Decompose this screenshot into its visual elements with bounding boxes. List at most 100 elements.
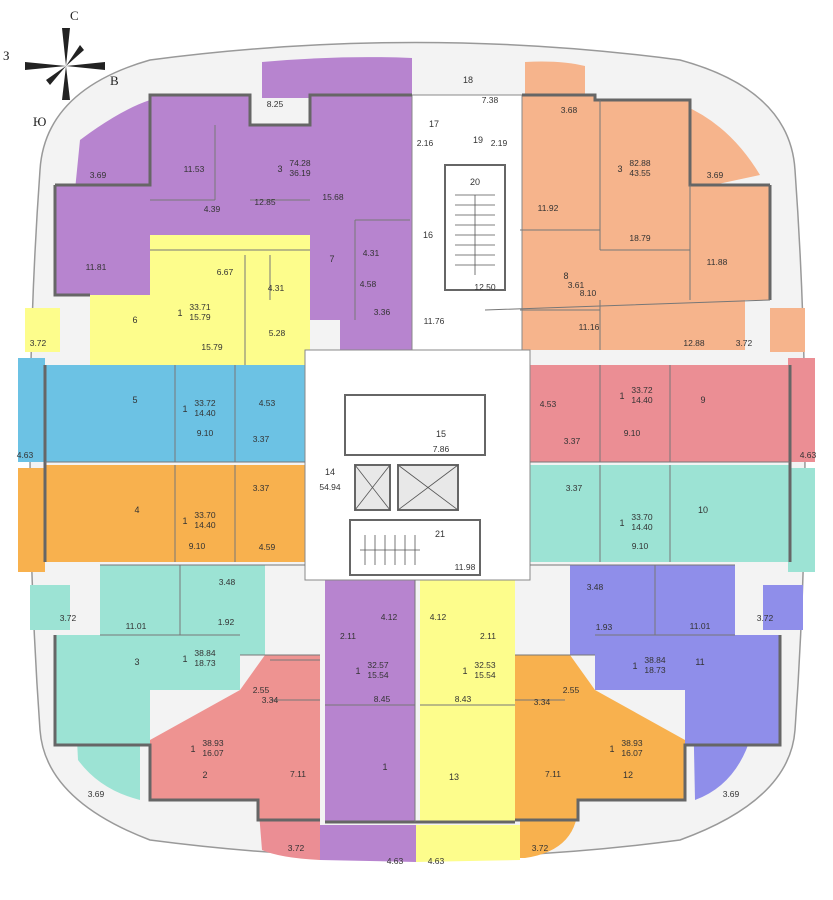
apartment-total-area: 32.53	[474, 660, 496, 670]
common-room-area: 7.86	[433, 444, 450, 454]
balcony-e10	[788, 468, 815, 572]
rooms-count: 1	[609, 744, 614, 754]
apartment-number: 7	[329, 254, 334, 264]
room-area: 3.68	[561, 105, 578, 115]
balcony-w5	[18, 358, 45, 462]
room-area: 3.34	[262, 695, 279, 705]
room-area: 3.72	[30, 338, 47, 348]
room-area: 4.63	[387, 856, 404, 866]
apartment-total-area: 82.88	[629, 158, 651, 168]
room-area: 2.11	[480, 631, 496, 641]
apartment-7	[55, 95, 412, 350]
room-area: 2.55	[253, 685, 270, 695]
rooms-count: 1	[182, 654, 187, 664]
apartment-number: 12	[623, 770, 633, 780]
apartment-living-area: 14.40	[631, 395, 653, 405]
apartments	[45, 95, 790, 822]
room-area: 11.81	[86, 262, 107, 272]
room-area: 2.11	[340, 631, 356, 641]
room-area: 9.10	[197, 428, 214, 438]
apartment-total-area: 38.93	[202, 738, 224, 748]
apartment-total-area: 33.70	[631, 512, 653, 522]
apartment-number: 3	[134, 657, 139, 667]
room-area: 3.69	[88, 789, 105, 799]
room-area: 4.31	[363, 248, 380, 258]
room-area: 7.11	[290, 769, 306, 779]
room-area: 3.69	[723, 789, 740, 799]
apartment-total-area: 38.84	[644, 655, 666, 665]
balcony-e8	[770, 308, 805, 352]
common-room-number: 16	[423, 230, 433, 240]
apartment-number: 10	[698, 505, 708, 515]
rooms-count: 3	[277, 164, 282, 174]
room-area: 9.10	[632, 541, 649, 551]
apartment-total-area: 33.72	[194, 398, 216, 408]
common-room-number: 20	[470, 177, 480, 187]
apartment-living-area: 14.40	[194, 520, 216, 530]
room-area: 4.31	[268, 283, 285, 293]
compass-rose: С З В Ю	[3, 8, 119, 129]
rooms-count: 1	[177, 308, 182, 318]
balcony-e9	[788, 358, 815, 462]
rooms-count: 1	[462, 666, 467, 676]
balcony-top-left	[262, 57, 412, 98]
room-area: 4.63	[428, 856, 445, 866]
apartment-living-area: 15.54	[474, 670, 496, 680]
room-area: 7.11	[545, 769, 561, 779]
rooms-count: 3	[617, 164, 622, 174]
rooms-count: 1	[182, 516, 187, 526]
room-area: 3.69	[90, 170, 107, 180]
common-room-number: 15	[436, 429, 446, 439]
room-area: 3.72	[60, 613, 77, 623]
room-area: 8.10	[580, 288, 597, 298]
compass-west: З	[3, 48, 10, 63]
balcony-w4	[18, 468, 45, 572]
balcony-w3	[30, 585, 70, 630]
common-core	[304, 94, 531, 581]
room-area: 5.28	[269, 328, 286, 338]
balcony-e11	[763, 585, 803, 630]
apartment-10	[530, 465, 790, 562]
common-room-area: 11.76	[424, 316, 445, 326]
stair-treads	[354, 194, 495, 565]
room-area: 4.58	[360, 279, 377, 289]
room-area: 1.93	[596, 622, 613, 632]
apartment-number: 9	[700, 395, 705, 405]
room-area: 9.10	[624, 428, 641, 438]
room-area: 12.85	[254, 197, 276, 207]
room-area: 3.37	[253, 483, 270, 493]
apartment-number: 11	[695, 657, 704, 667]
apartment-total-area: 38.93	[621, 738, 643, 748]
apartment-living-area: 14.40	[631, 522, 653, 532]
apartment-13	[420, 580, 515, 822]
common-room-area: 54.94	[319, 482, 341, 492]
common-room-area: 12.50	[474, 282, 496, 292]
apartment-living-area: 36.19	[289, 168, 311, 178]
apartment-living-area: 18.73	[644, 665, 666, 675]
apartment-living-area: 14.40	[194, 408, 216, 418]
apartment-total-area: 33.72	[631, 385, 653, 395]
apartment-12	[515, 655, 685, 820]
compass-south: Ю	[33, 114, 46, 129]
room-area: 3.72	[532, 843, 549, 853]
room-area: 11.01	[126, 621, 147, 631]
partitions	[100, 100, 735, 706]
room-area: 4.59	[259, 542, 276, 552]
apartment-number: 13	[449, 772, 459, 782]
room-area: 3.34	[534, 697, 551, 707]
room-area: 3.72	[757, 613, 774, 623]
balcony-bottom-mid-right	[416, 825, 520, 862]
room-area: 18.79	[629, 233, 651, 243]
rooms-count: 1	[619, 518, 624, 528]
balcony-top-right	[525, 61, 585, 100]
apartment-11	[570, 565, 780, 745]
room-area: 3.48	[587, 582, 604, 592]
rooms-count: 1	[190, 744, 195, 754]
room-area: 4.39	[204, 204, 221, 214]
room-area: 8.25	[267, 99, 284, 109]
room-area: 3.36	[374, 307, 391, 317]
rooms-count: 1	[619, 391, 624, 401]
apartment-1	[325, 580, 415, 822]
compass-needle-icon	[25, 28, 105, 100]
